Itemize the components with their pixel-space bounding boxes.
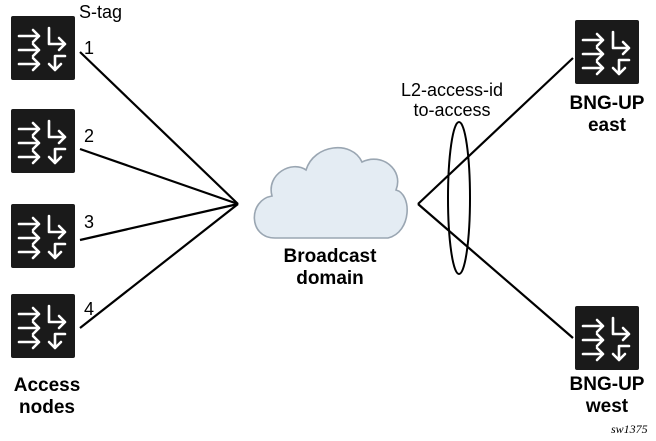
l2-line2: to-access — [413, 100, 491, 120]
router-switch-icon — [9, 107, 77, 175]
link-west — [417, 203, 574, 339]
bng-east-line2: east — [587, 115, 627, 136]
s-tag-label: S-tag — [79, 2, 123, 22]
port-1-label: 1 — [84, 38, 95, 58]
broadcast-domain-label: Broadcast domain — [270, 246, 390, 290]
l2-line1: L2-access-id — [400, 80, 504, 100]
link-4 — [79, 203, 239, 329]
access-nodes-line1: Access — [13, 375, 81, 396]
link-3 — [79, 202, 239, 242]
router-switch-icon — [9, 202, 77, 270]
link-1 — [79, 51, 239, 205]
router-switch-icon — [573, 304, 641, 372]
bng-up-east-label: BNG-UP east — [562, 93, 652, 137]
broadcast-line2: domain — [296, 268, 364, 289]
port-2-label: 2 — [84, 126, 95, 146]
link-2 — [79, 147, 239, 206]
bng-west-line2: west — [585, 396, 629, 417]
l2-access-ring — [447, 121, 471, 275]
broadcast-line1: Broadcast — [283, 246, 377, 267]
port-4-label: 4 — [84, 299, 95, 319]
access-nodes-line2: nodes — [19, 397, 75, 418]
router-switch-icon — [573, 18, 641, 86]
l2-access-id-label: L2-access-id to-access — [382, 80, 522, 120]
bng-east-line1: BNG-UP — [569, 93, 645, 114]
cloud-icon — [253, 147, 408, 239]
figure-id: sw1375 — [611, 422, 648, 436]
bng-up-west-label: BNG-UP west — [562, 374, 652, 418]
access-nodes-label: Access nodes — [4, 375, 90, 419]
bng-west-line1: BNG-UP — [569, 374, 645, 395]
router-switch-icon — [9, 14, 77, 82]
link-east — [417, 57, 574, 205]
router-switch-icon — [9, 292, 77, 360]
port-3-label: 3 — [84, 212, 95, 232]
